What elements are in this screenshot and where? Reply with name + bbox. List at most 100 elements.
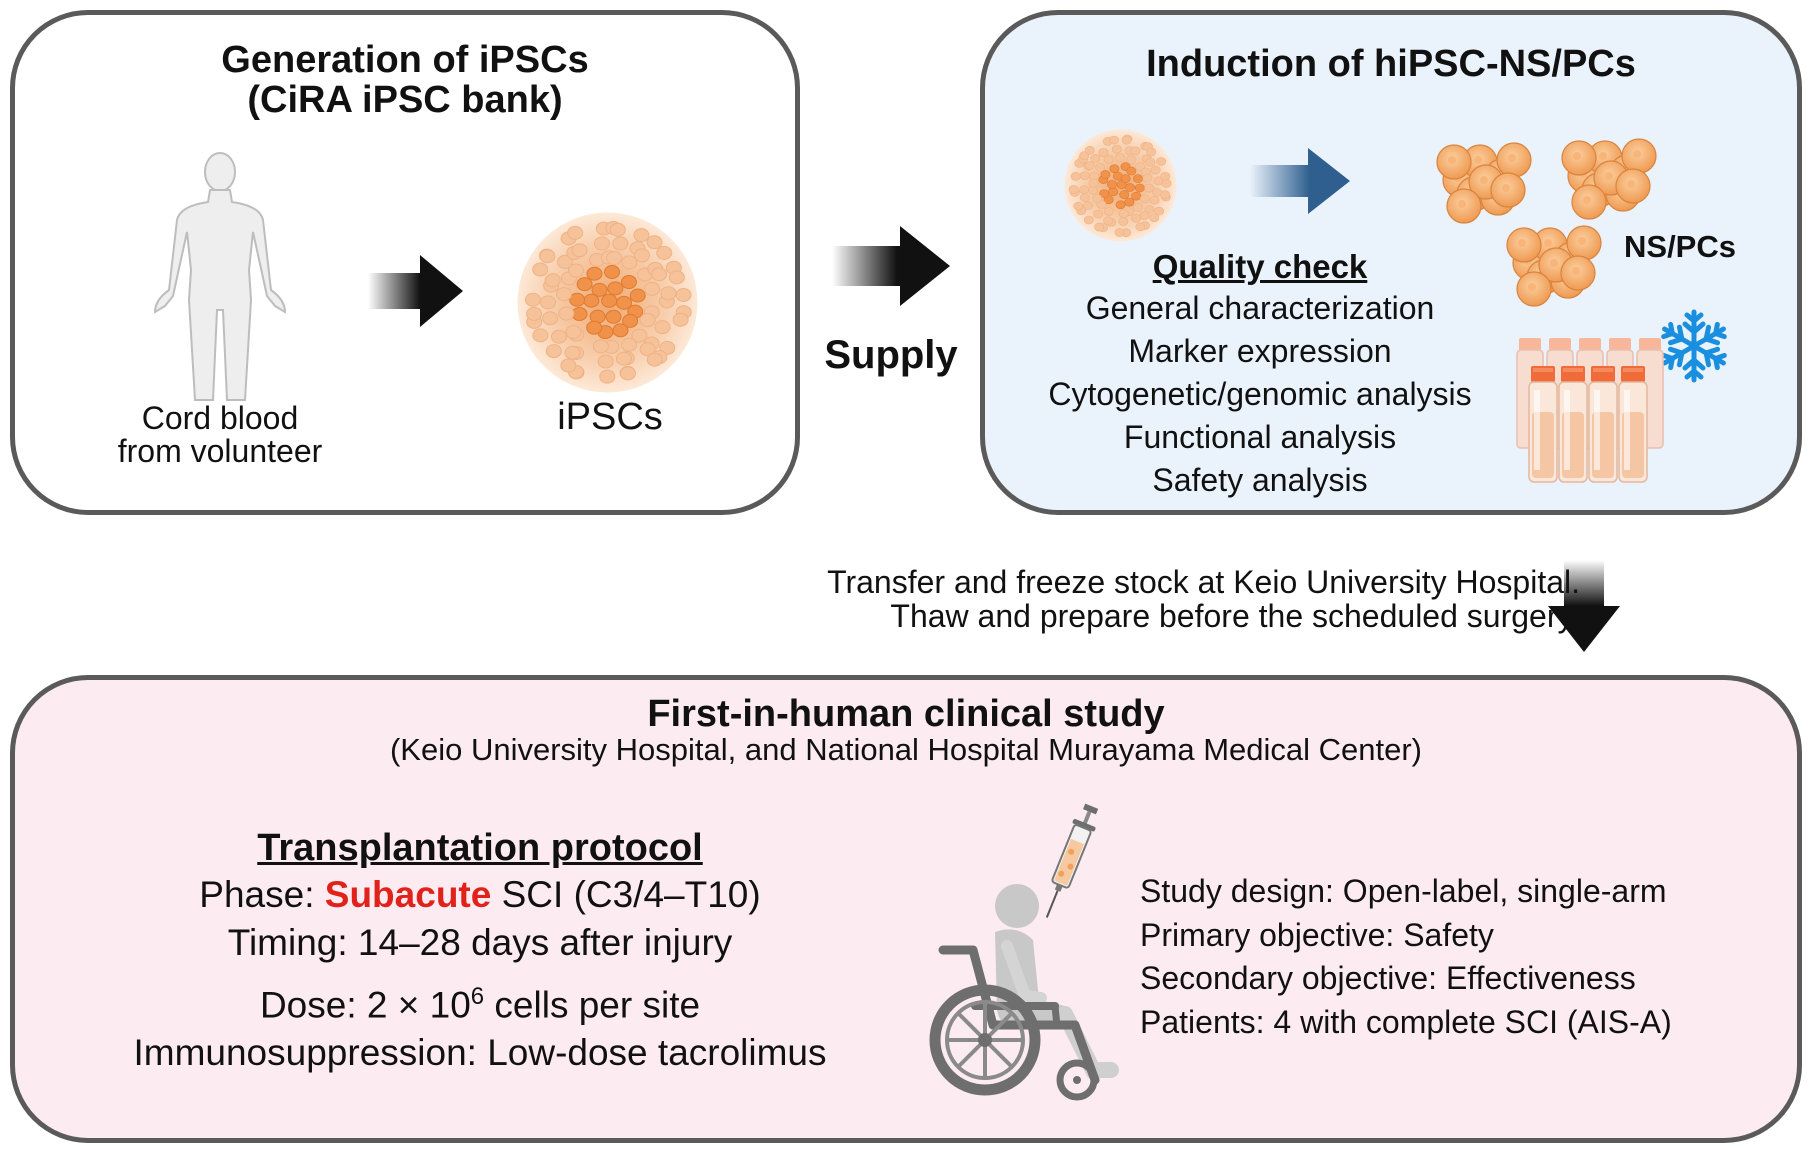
cell xyxy=(1088,178,1099,188)
qc-item: General characterization xyxy=(1085,290,1435,326)
cell xyxy=(1131,213,1142,223)
cell xyxy=(555,287,572,302)
cell-nucleus xyxy=(1583,196,1591,204)
phase-prefix: Phase: xyxy=(199,874,325,915)
cell xyxy=(1145,157,1156,167)
cell xyxy=(633,228,650,243)
cell-nucleus xyxy=(1599,152,1607,160)
cell xyxy=(651,267,668,282)
cell xyxy=(1118,217,1129,226)
cryovial-icon xyxy=(1618,366,1648,483)
transplantation-protocol: Transplantation protocol Phase: Subacute… xyxy=(60,825,900,1077)
cell xyxy=(606,250,623,265)
cell xyxy=(609,222,626,237)
cell xyxy=(639,342,656,357)
dose-suffix: cells per site xyxy=(484,984,701,1026)
study-design-item: Study design: Open-label, single-arm xyxy=(1140,873,1667,909)
cell xyxy=(550,329,567,344)
cell xyxy=(576,277,593,292)
human-figure-icon xyxy=(153,152,287,401)
cell xyxy=(1130,146,1141,156)
cell xyxy=(621,255,638,270)
study-design-list: Study design: Open-label, single-arm Pri… xyxy=(1140,870,1780,1044)
quality-check-list: Quality check General characterization M… xyxy=(1010,247,1510,502)
cell xyxy=(545,344,562,359)
blue-arrow-icon xyxy=(1250,148,1350,214)
cell xyxy=(1079,185,1090,195)
ipsc-panel-title: Generation of iPSCs (CiRA iPSC bank) xyxy=(10,40,800,120)
cell-colony-icon xyxy=(1064,129,1177,242)
study-subtitle: (Keio University Hospital, and National … xyxy=(389,732,1423,767)
cell xyxy=(1084,145,1095,155)
cell xyxy=(542,311,559,326)
transfer-note: Transfer and freeze stock at Keio Univer… xyxy=(700,565,1580,633)
cell xyxy=(646,352,663,367)
wheelchair-patient-icon xyxy=(929,884,1119,1101)
cell xyxy=(675,287,692,302)
donor-caption-line1: Cord blood xyxy=(141,400,299,436)
cell-nucleus xyxy=(1448,156,1456,164)
cell-nucleus xyxy=(1474,156,1482,164)
qc-item: Safety analysis xyxy=(1152,462,1368,498)
cell xyxy=(1090,154,1101,163)
cell xyxy=(1103,216,1114,226)
cell xyxy=(615,351,632,366)
cell xyxy=(1070,172,1081,181)
cell xyxy=(564,345,581,360)
cell xyxy=(1161,179,1172,188)
cell-nucleus xyxy=(1458,200,1466,208)
cryovial-icon xyxy=(1528,366,1558,483)
ipsc-label: iPSCs xyxy=(557,396,663,438)
nspc-induction-panel xyxy=(980,10,1802,515)
cell-nucleus xyxy=(1605,172,1613,180)
cell xyxy=(1124,197,1135,207)
qc-item: Functional analysis xyxy=(1123,419,1397,455)
cell xyxy=(1139,194,1150,204)
cell xyxy=(629,288,646,303)
cell xyxy=(1150,165,1161,175)
cell xyxy=(612,236,629,251)
cell xyxy=(672,312,689,327)
cell xyxy=(1103,154,1114,164)
cell xyxy=(1135,162,1146,171)
nspc-sphere-icon xyxy=(1436,142,1532,224)
cell xyxy=(571,243,588,258)
cell xyxy=(568,263,585,278)
cell xyxy=(532,328,549,343)
cell-nucleus xyxy=(1480,176,1488,184)
cell xyxy=(631,328,648,343)
study-title: First-in-human clinical study xyxy=(647,693,1165,735)
cell xyxy=(633,248,650,263)
cell xyxy=(644,281,661,296)
dose-prefix: Dose: 2 × 10 xyxy=(259,984,471,1026)
cell xyxy=(601,293,618,308)
cell xyxy=(1109,135,1119,145)
cell xyxy=(526,306,543,321)
protocol-dose: Dose: 2 × 106 cells per site xyxy=(60,973,900,1029)
cell xyxy=(1073,201,1084,211)
cell xyxy=(1099,189,1110,199)
cell xyxy=(1098,148,1109,157)
cell xyxy=(1125,183,1135,192)
study-design-item: Secondary objective: Effectiveness xyxy=(1140,960,1636,996)
cell xyxy=(621,337,638,352)
cryovial-icon xyxy=(1588,366,1618,483)
cryovial-icon xyxy=(1558,366,1588,483)
cell xyxy=(1068,185,1079,194)
donor-caption: Cord blood from volunteer xyxy=(90,402,350,468)
cell xyxy=(1139,211,1150,220)
cell xyxy=(1146,147,1157,157)
cell xyxy=(592,339,609,354)
cell xyxy=(1093,209,1104,219)
cell-nucleus xyxy=(1578,237,1586,245)
cell xyxy=(540,295,557,310)
cell xyxy=(1119,190,1130,200)
cell xyxy=(1134,183,1145,193)
study-design-item: Patients: 4 with complete SCI (AIS-A) xyxy=(1140,1003,1672,1040)
cell xyxy=(1115,153,1125,162)
cell-nucleus xyxy=(1572,267,1580,275)
cell xyxy=(1118,209,1129,218)
dose-exponent: 6 xyxy=(470,983,485,1010)
cell xyxy=(660,286,677,301)
cell xyxy=(556,254,573,269)
